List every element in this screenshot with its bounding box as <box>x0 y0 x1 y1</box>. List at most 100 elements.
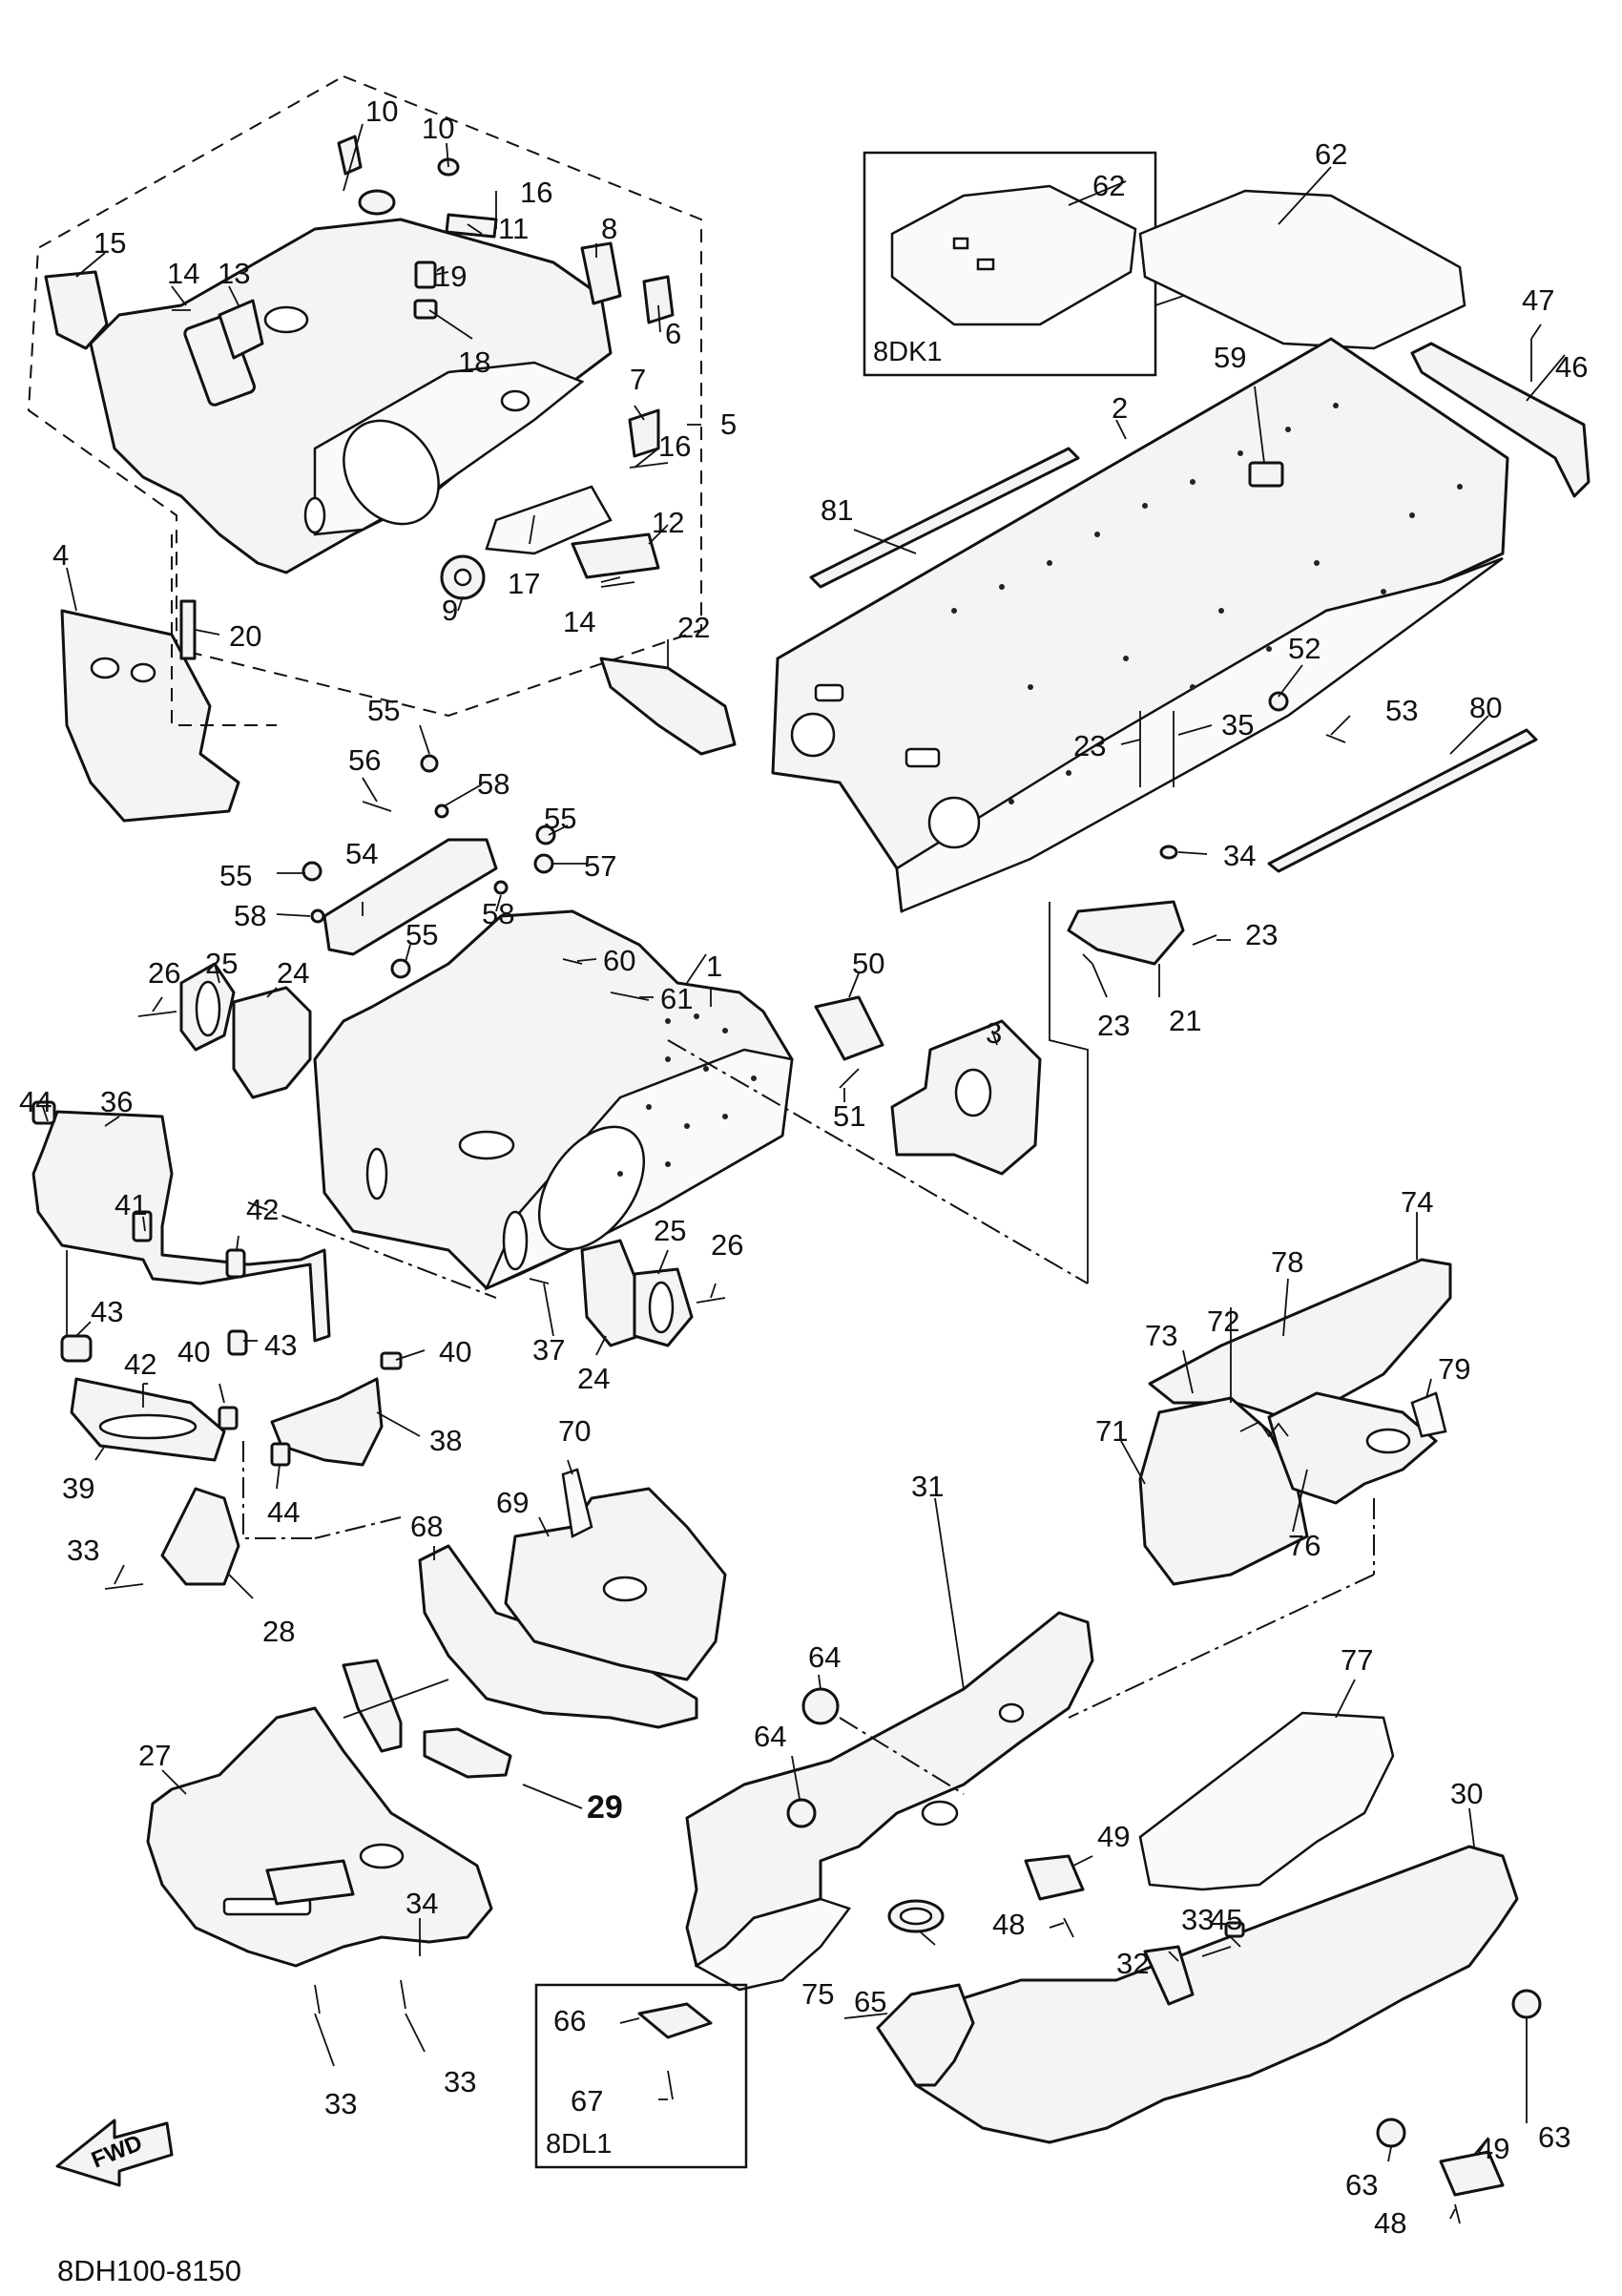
handle-grip-opening <box>98 1413 198 1440</box>
callout-33-c: 33 <box>444 2065 476 2098</box>
part-29-grille <box>342 1659 403 1753</box>
callout-6: 6 <box>665 317 681 350</box>
cover-inner-panel <box>265 1859 355 1906</box>
part-80-strip <box>1267 728 1538 873</box>
part-36-bumper <box>31 1110 331 1343</box>
callout-47: 47 <box>1522 283 1554 317</box>
callout-20: 20 <box>229 619 261 653</box>
callout-5: 5 <box>720 407 737 441</box>
part-12-bracket <box>571 532 660 579</box>
callout-74: 74 <box>1401 1185 1433 1219</box>
gasket-opening <box>195 980 221 1037</box>
callout-52: 52 <box>1288 632 1320 665</box>
callout-64-b: 64 <box>754 1720 786 1753</box>
part-14-bolt-2 <box>600 581 635 588</box>
part-33-rivet <box>104 1583 144 1590</box>
callout-71: 71 <box>1095 1414 1128 1448</box>
part-48-screw <box>1063 1917 1074 1938</box>
callout-29: 29 <box>587 1789 623 1826</box>
callout-18: 18 <box>458 345 490 379</box>
part-62-floor-mat <box>1138 189 1466 350</box>
part-11-clip <box>445 213 498 239</box>
callout-3: 3 <box>986 1016 1002 1050</box>
callout-14-a: 14 <box>167 257 199 290</box>
callout-62-inset: 62 <box>1092 169 1125 202</box>
part-51-bolt <box>839 1068 860 1089</box>
part-42-pin <box>225 1248 246 1279</box>
part-49-bracket-2 <box>1439 2150 1505 2197</box>
callout-13: 13 <box>218 257 250 290</box>
part-24-boot-right <box>580 1239 641 1347</box>
callout-78: 78 <box>1271 1245 1303 1279</box>
callout-22: 22 <box>677 611 710 644</box>
part-18-spacer <box>413 299 438 320</box>
callout-54: 54 <box>345 837 378 870</box>
callout-7: 7 <box>630 363 646 396</box>
callout-44-b: 44 <box>267 1495 300 1529</box>
callout-69: 69 <box>496 1486 529 1519</box>
callout-58-b: 58 <box>234 899 266 932</box>
callout-67-inset: 67 <box>571 2084 603 2118</box>
callout-16-b: 16 <box>658 429 691 463</box>
callout-33-a: 33 <box>67 1534 99 1567</box>
part-49-bracket <box>1024 1854 1085 1901</box>
part-60-bolt <box>562 958 583 965</box>
callout-63-a: 63 <box>1538 2120 1570 2154</box>
part-37-bolt <box>529 1278 550 1284</box>
callout-32: 32 <box>1116 1947 1149 1980</box>
inset-66-bracket <box>637 2002 713 2039</box>
frame-top-opening <box>263 305 309 334</box>
part-75-front-panel <box>876 1983 975 2087</box>
part-59-cap <box>1248 461 1284 488</box>
upper-frame-assembly-group <box>27 74 702 718</box>
callout-12: 12 <box>652 506 684 539</box>
callout-19: 19 <box>434 260 467 293</box>
callout-73: 73 <box>1145 1319 1177 1352</box>
leader-lines <box>42 123 1566 2220</box>
callout-35: 35 <box>1221 708 1254 741</box>
callout-46: 46 <box>1555 350 1588 384</box>
callout-77: 77 <box>1341 1643 1373 1677</box>
part-72-zigzag <box>1239 1420 1289 1438</box>
callout-39: 39 <box>62 1472 94 1505</box>
callout-23-b: 23 <box>1245 918 1278 951</box>
callout-24-a: 24 <box>277 956 309 990</box>
callout-15: 15 <box>94 226 126 260</box>
part-63-cap <box>1511 1989 1542 2019</box>
part-71-lower-cover <box>1138 1396 1309 1586</box>
part-28-bracket <box>160 1487 240 1586</box>
part-53-bolt <box>1325 734 1346 743</box>
callout-70: 70 <box>558 1414 591 1448</box>
front-frame-opening <box>458 1130 515 1160</box>
part-30-lower-panel <box>876 1845 1519 2144</box>
callout-55-c: 55 <box>219 859 252 892</box>
panel-31-hole <box>921 1800 959 1826</box>
panel-31-hole-2 <box>998 1702 1025 1723</box>
part-58-washer-2 <box>310 908 325 924</box>
part-46-bracket <box>1410 342 1591 498</box>
part-20-pin <box>179 599 197 660</box>
callout-25-b: 25 <box>654 1214 686 1247</box>
callout-34-a: 34 <box>1223 839 1256 872</box>
callout-1: 1 <box>706 950 722 983</box>
part-29-grille-2 <box>423 1727 512 1779</box>
callout-61: 61 <box>660 982 693 1015</box>
fwd-arrow-icon <box>55 2119 174 2187</box>
part-55-nut-4 <box>390 958 411 979</box>
part-34-washer <box>1159 845 1178 860</box>
callout-27: 27 <box>138 1739 171 1772</box>
gasket-right-opening <box>648 1281 675 1334</box>
callout-66-inset: 66 <box>553 2004 586 2037</box>
front-frame-slot-2 <box>365 1147 388 1200</box>
callout-49-b: 49 <box>1477 2132 1509 2165</box>
callout-45: 45 <box>1210 1903 1242 1936</box>
tunnel-hole-left <box>790 712 836 758</box>
callout-25-a: 25 <box>205 947 238 980</box>
panel-69-hole <box>602 1576 648 1602</box>
inset-8dl1-group: 8DL1 <box>534 1983 748 2169</box>
part-65-seal-center <box>899 1907 933 1926</box>
front-frame-rivets <box>617 1013 757 1177</box>
part-23-rivet-c <box>1082 953 1093 965</box>
part-40-nut <box>218 1406 239 1430</box>
callout-34-b: 34 <box>406 1887 438 1920</box>
